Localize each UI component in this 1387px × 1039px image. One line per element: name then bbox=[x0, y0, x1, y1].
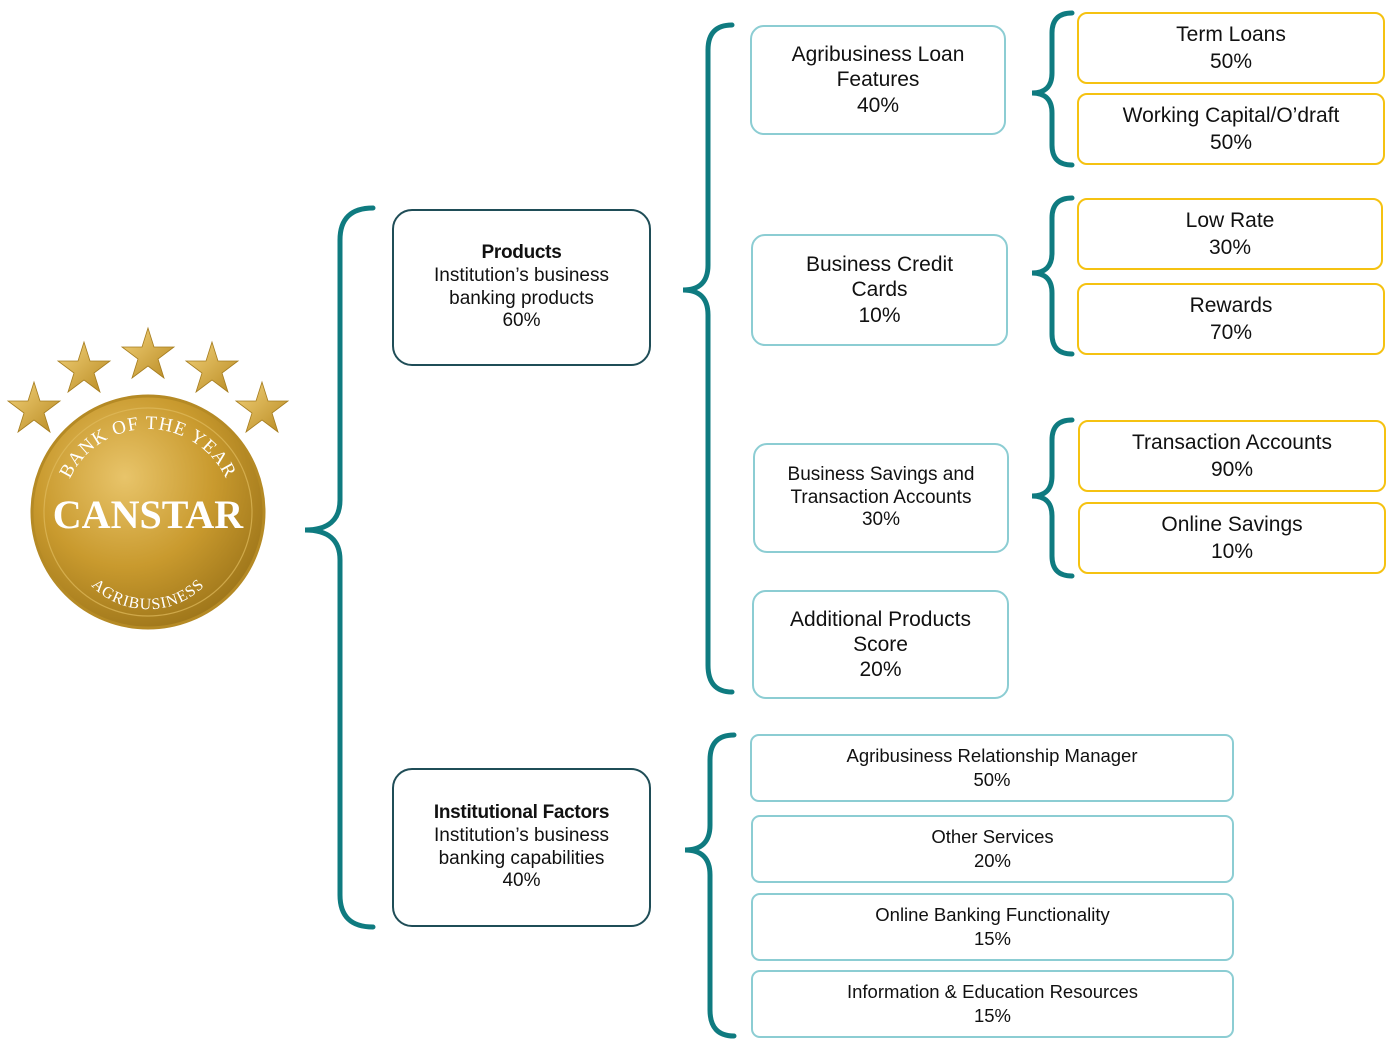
sub-item-label: Online Savings bbox=[1161, 512, 1303, 536]
star-icon bbox=[234, 380, 290, 434]
sub-item-label: Working Capital/O’draft bbox=[1122, 103, 1340, 127]
product-item-weight: 10% bbox=[858, 303, 901, 327]
product-item-label: Agribusiness Loan bbox=[791, 43, 965, 67]
sub-item-label: Rewards bbox=[1189, 293, 1273, 317]
sub-item-label: Transaction Accounts bbox=[1132, 430, 1332, 454]
institutional-item: Online Banking Functionality 15% bbox=[751, 893, 1234, 961]
product-item: Additional Products Score 20% bbox=[752, 590, 1009, 699]
sub-item: Working Capital/O’draft 50% bbox=[1077, 93, 1385, 165]
institutional-item: Information & Education Resources 15% bbox=[751, 970, 1234, 1038]
product-item: Business Credit Cards 10% bbox=[751, 234, 1008, 346]
sub-item: Term Loans 50% bbox=[1077, 12, 1385, 84]
product-item-label: Features bbox=[836, 68, 920, 92]
sub-item-weight: 10% bbox=[1210, 540, 1254, 563]
sub-item-weight: 50% bbox=[1209, 131, 1253, 154]
savings-sub-bracket bbox=[1031, 417, 1075, 579]
institutional-item-label: Online Banking Functionality bbox=[875, 903, 1110, 925]
card-sub-bracket bbox=[1031, 195, 1075, 357]
product-item-label: Business Credit bbox=[805, 253, 954, 277]
institutional-desc-2: banking capabilities bbox=[438, 847, 605, 869]
canstar-badge: BANK OF THE YEAR CANSTAR AGRIBUSINESS bbox=[6, 326, 290, 630]
products-title: Products bbox=[481, 241, 562, 263]
products-weight: 60% bbox=[502, 310, 541, 332]
institutional-item-weight: 15% bbox=[973, 1005, 1012, 1026]
institutional-item: Other Services 20% bbox=[751, 815, 1234, 883]
product-item-weight: 30% bbox=[861, 509, 901, 531]
sub-item-label: Term Loans bbox=[1176, 22, 1286, 46]
institutional-item-weight: 15% bbox=[973, 928, 1012, 949]
product-item-label: Transaction Accounts bbox=[790, 486, 972, 508]
institutional-item-weight: 20% bbox=[973, 850, 1012, 871]
product-item-weight: 20% bbox=[859, 658, 902, 682]
star-icon bbox=[120, 326, 176, 380]
product-item-label: Cards bbox=[851, 278, 908, 302]
product-item-label: Additional Products bbox=[790, 607, 971, 631]
product-item: Business Savings and Transaction Account… bbox=[753, 443, 1009, 553]
sub-item: Low Rate 30% bbox=[1077, 198, 1383, 270]
institutional-item-weight: 50% bbox=[973, 769, 1011, 790]
institutional-title: Institutional Factors bbox=[433, 801, 610, 823]
institutional-item: Agribusiness Relationship Manager 50% bbox=[750, 734, 1234, 802]
star-icon bbox=[184, 340, 240, 394]
institutional-item-label: Agribusiness Relationship Manager bbox=[846, 744, 1138, 766]
product-item-label: Business Savings and bbox=[787, 463, 975, 485]
institutional-item-label: Information & Education Resources bbox=[846, 980, 1138, 1002]
medal bbox=[30, 394, 266, 630]
star-icons bbox=[6, 326, 290, 434]
sub-item: Rewards 70% bbox=[1077, 283, 1385, 355]
institutional-desc-1: Institution’s business bbox=[434, 824, 609, 846]
loan-sub-bracket bbox=[1031, 10, 1075, 168]
product-item-weight: 40% bbox=[856, 93, 900, 117]
products-desc-2: banking products bbox=[449, 287, 594, 309]
sub-item-label: Low Rate bbox=[1185, 208, 1275, 232]
institutional-weight: 40% bbox=[502, 870, 541, 892]
institutional-bracket bbox=[684, 732, 737, 1039]
sub-item-weight: 90% bbox=[1210, 458, 1254, 481]
product-item: Agribusiness Loan Features 40% bbox=[750, 25, 1006, 135]
sub-item-weight: 30% bbox=[1208, 236, 1252, 259]
institutional-box: Institutional Factors Institution’s busi… bbox=[392, 768, 651, 927]
products-box: Products Institution’s business banking … bbox=[392, 209, 651, 366]
star-icon bbox=[6, 380, 62, 434]
sub-item: Transaction Accounts 90% bbox=[1078, 420, 1386, 492]
products-bracket bbox=[682, 22, 735, 695]
product-item-label: Score bbox=[853, 632, 908, 656]
sub-item: Online Savings 10% bbox=[1078, 502, 1386, 574]
institutional-item-label: Other Services bbox=[931, 825, 1054, 847]
badge-brand: CANSTAR bbox=[53, 492, 245, 537]
products-desc-1: Institution’s business bbox=[434, 264, 609, 286]
sub-item-weight: 70% bbox=[1209, 321, 1253, 344]
sub-item-weight: 50% bbox=[1209, 50, 1253, 73]
star-icon bbox=[56, 340, 112, 394]
main-bracket bbox=[304, 205, 376, 930]
